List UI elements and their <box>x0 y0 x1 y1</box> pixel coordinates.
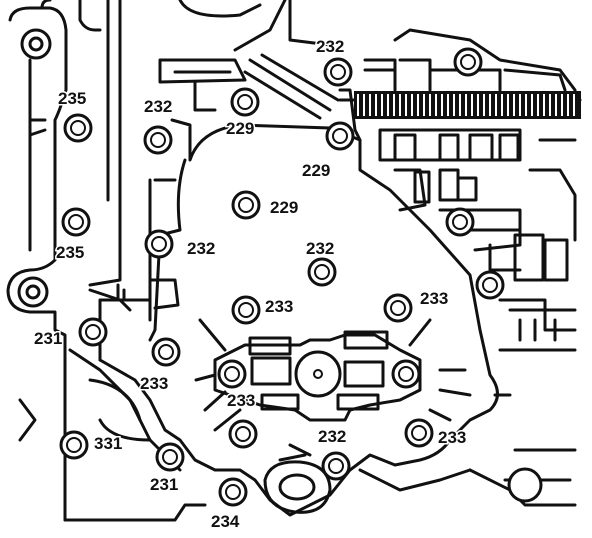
bolt-head-icon <box>453 47 483 77</box>
bolt-head-icon <box>475 270 505 300</box>
label-bolt-233-lower-center: 233 <box>227 391 255 410</box>
label-bolt-233-center-right: 233 <box>420 289 448 308</box>
center-openings <box>194 318 472 432</box>
label-bolt-231-left: 231 <box>34 329 62 348</box>
bolt-head-icon <box>323 57 353 87</box>
top-bracket <box>158 0 340 120</box>
label-bolt-233-left: 233 <box>140 374 168 393</box>
bolt-head-icon <box>231 190 261 220</box>
bolt-head-icon <box>325 121 355 151</box>
bolt-head-icon <box>321 451 351 481</box>
bolt-head-icon <box>391 359 421 389</box>
bolt-head-icon <box>383 293 413 323</box>
label-bolt-232-upper-left: 232 <box>144 97 172 116</box>
label-bolt-232-top-right: 232 <box>316 37 344 56</box>
bolt-head-icon <box>217 359 247 389</box>
label-group: 235 235 232 229 232 229 229 232 232 232 … <box>33 36 468 533</box>
right-valve-body <box>338 28 582 507</box>
threaded-rod <box>357 94 575 116</box>
label-bolt-331: 331 <box>94 434 122 453</box>
label-bolt-234: 234 <box>211 512 240 531</box>
bolt-group <box>59 47 505 507</box>
bolt-head-icon <box>151 337 181 367</box>
bolt-head-icon <box>78 317 108 347</box>
bolt-head-icon <box>231 295 261 325</box>
label-bolt-232-center: 232 <box>306 239 334 258</box>
bolt-head-icon <box>59 430 89 460</box>
label-bolt-229-right: 229 <box>302 161 330 180</box>
bolt-head-icon <box>404 418 434 448</box>
bolt-head-icon <box>155 442 185 472</box>
bolt-head-icon <box>445 207 475 237</box>
label-bolt-233-center-left: 233 <box>265 297 293 316</box>
left-strap <box>6 0 122 522</box>
label-bolt-231-bottom: 231 <box>150 475 178 494</box>
bolt-head-icon <box>143 125 173 155</box>
label-bolt-232-left-center: 232 <box>187 239 215 258</box>
label-bolt-229-center: 229 <box>270 198 298 217</box>
bolt-head-icon <box>228 419 258 449</box>
bolt-head-icon <box>307 257 337 287</box>
bolt-head-icon <box>144 229 174 259</box>
label-bolt-235-top: 235 <box>58 89 86 108</box>
label-bolt-232-bottom: 232 <box>318 427 346 446</box>
label-bolt-235-mid: 235 <box>56 243 84 262</box>
label-bolt-229-upper: 229 <box>226 119 254 138</box>
bolt-head-icon <box>61 207 91 237</box>
bolt-head-icon <box>230 87 260 117</box>
bolt-head-icon <box>218 477 248 507</box>
bolt-head-icon <box>63 113 93 143</box>
bottom-oval-boss <box>263 443 332 514</box>
label-bolt-233-bottom-right: 233 <box>438 428 466 447</box>
